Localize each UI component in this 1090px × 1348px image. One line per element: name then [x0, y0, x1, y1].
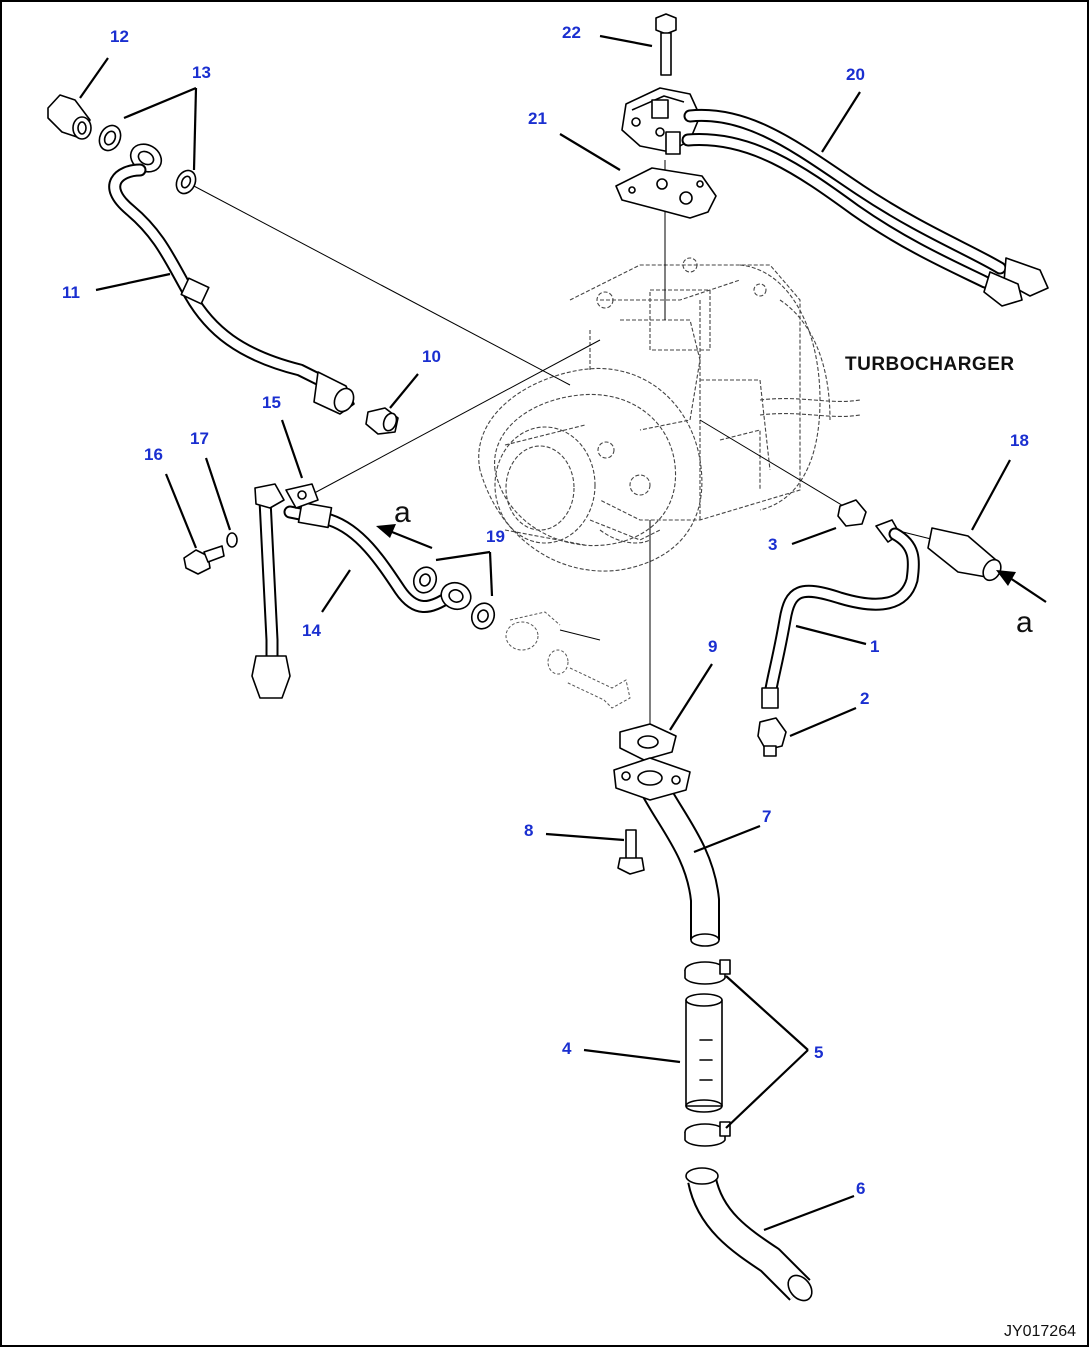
- label-part-20: 20: [846, 65, 865, 84]
- part-22-bolt: [655, 13, 677, 76]
- label-part-1: 1: [870, 637, 879, 656]
- part-19-gaskets: [412, 566, 496, 630]
- label-part-13: 13: [192, 63, 211, 82]
- label-part-4: 4: [562, 1039, 572, 1058]
- label-part-6: 6: [856, 1179, 865, 1198]
- label-part-2: 2: [860, 689, 869, 708]
- label-part-21: 21: [528, 109, 547, 128]
- label-part-17: 17: [190, 429, 209, 448]
- view-marker-right: a: [1016, 606, 1033, 639]
- banjo-bolt-ghost: [505, 611, 631, 709]
- label-part-12: 12: [110, 27, 129, 46]
- label-part-9: 9: [708, 637, 717, 656]
- part-3-connector: [837, 499, 867, 527]
- part-15-bracket: [285, 483, 319, 509]
- label-part-18: 18: [1010, 431, 1029, 450]
- label-part-14: 14: [302, 621, 321, 640]
- part-13-gaskets: [98, 124, 197, 195]
- part-6-pipe: [685, 1167, 813, 1302]
- label-part-11: 11: [62, 283, 80, 302]
- turbocharger-drawing: [478, 257, 861, 572]
- label-part-7: 7: [762, 807, 771, 826]
- label-part-19: 19: [486, 527, 505, 546]
- part-4-hose: [685, 993, 723, 1113]
- part-9-gasket: [619, 723, 677, 761]
- part-10-connector: [365, 407, 399, 435]
- figure-code: JY017264: [1004, 1323, 1076, 1340]
- label-part-16: 16: [144, 445, 163, 464]
- part-11-hose: [108, 143, 355, 415]
- part-2-connector: [757, 717, 787, 757]
- label-part-5: 5: [814, 1043, 823, 1062]
- label-part-3: 3: [768, 535, 777, 554]
- part-5-clamp-upper: [684, 959, 731, 985]
- part-5-clamp-lower: [684, 1121, 731, 1147]
- label-part-10: 10: [422, 347, 441, 366]
- part-14-tube: [251, 483, 472, 699]
- alignment-lines: [191, 160, 936, 735]
- view-arrow-right: [996, 570, 1047, 603]
- part-8-bolt: [617, 829, 645, 875]
- part-1-tube: [761, 519, 920, 709]
- label-part-22: 22: [562, 23, 581, 42]
- label-part-8: 8: [524, 821, 533, 840]
- turbocharger-label: TURBOCHARGER: [845, 354, 1015, 375]
- leader-lines: [79, 34, 1011, 1232]
- part-18-sensor: [927, 527, 1002, 582]
- part-labels: 1 2 3 4 5 6 7 8 9 10 11 12 13 14 15 16 1…: [62, 23, 1029, 1198]
- part-16-bolt: [183, 545, 225, 575]
- part-7-pipe: [613, 757, 720, 947]
- part-12-union: [47, 94, 92, 140]
- part-17-washer: [226, 532, 238, 548]
- view-marker-left: a: [394, 496, 411, 529]
- label-part-15: 15: [262, 393, 281, 412]
- part-21-plate: [615, 167, 717, 219]
- view-arrow-left: [376, 524, 433, 550]
- part-20-actuator: [621, 87, 1049, 307]
